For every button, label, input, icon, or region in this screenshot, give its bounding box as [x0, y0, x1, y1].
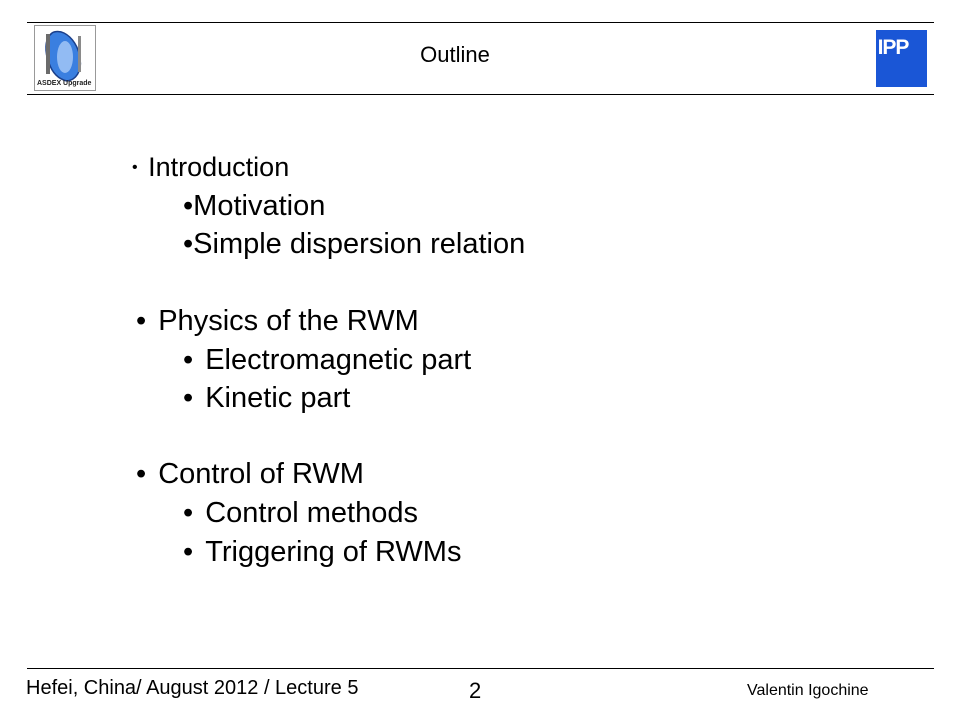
- outline-item-label: Physics of the RWM: [158, 305, 419, 337]
- asdex-upgrade-logo-text: ASDEX Upgrade: [37, 80, 92, 87]
- header-top-rule: [27, 22, 934, 23]
- ipp-logo: IPP: [876, 30, 927, 87]
- bullet-marker: •: [183, 228, 194, 260]
- outline-item-label: Triggering of RWMs: [205, 536, 462, 568]
- outline-item-control-methods: • Control methods: [183, 496, 418, 530]
- footer-author: Valentin Igochine: [747, 682, 869, 699]
- outline-item-label: Motivation: [193, 190, 326, 222]
- outline-item-triggering-of-rwms: • Triggering of RWMs: [183, 535, 461, 569]
- outline-item-label: Control of RWM: [158, 458, 364, 490]
- ipp-logo-text: IPP: [877, 36, 910, 59]
- outline-item-physics-of-the-rwm: • Physics of the RWM: [136, 304, 419, 338]
- outline-item-label: Kinetic part: [205, 382, 351, 414]
- outline-item-motivation: •Motivation: [183, 189, 325, 223]
- outline-item-label: Control methods: [205, 497, 418, 529]
- bullet-marker: •: [183, 536, 194, 568]
- bullet-marker: •: [183, 190, 194, 222]
- footer-rule: [27, 668, 934, 669]
- header-bottom-rule: [27, 94, 934, 95]
- bullet-marker: •: [183, 382, 194, 414]
- outline-item-label: Electromagnetic part: [205, 344, 472, 376]
- bullet-marker: •: [136, 458, 147, 490]
- outline-item-label: Introduction: [148, 152, 290, 182]
- outline-item-kinetic-part: • Kinetic part: [183, 381, 350, 415]
- slide-title: Outline: [420, 42, 490, 67]
- outline-item-introduction: • Introduction: [132, 150, 289, 189]
- bullet-marker: •: [132, 159, 138, 176]
- outline-item-simple-dispersion-relation: •Simple dispersion relation: [183, 227, 525, 261]
- asdex-upgrade-logo-graphic: [34, 25, 96, 91]
- outline-item-electromagnetic-part: • Electromagnetic part: [183, 343, 471, 377]
- page-number: 2: [469, 678, 482, 703]
- bullet-marker: •: [183, 344, 194, 376]
- asdex-upgrade-logo: ASDEX Upgrade: [34, 25, 96, 91]
- footer-venue: Hefei, China/ August 2012 / Lecture 5: [26, 677, 359, 699]
- outline-item-label: Simple dispersion relation: [193, 228, 526, 260]
- bullet-marker: •: [183, 497, 194, 529]
- outline-item-control-of-rwm: • Control of RWM: [136, 457, 364, 491]
- bullet-marker: •: [136, 305, 147, 337]
